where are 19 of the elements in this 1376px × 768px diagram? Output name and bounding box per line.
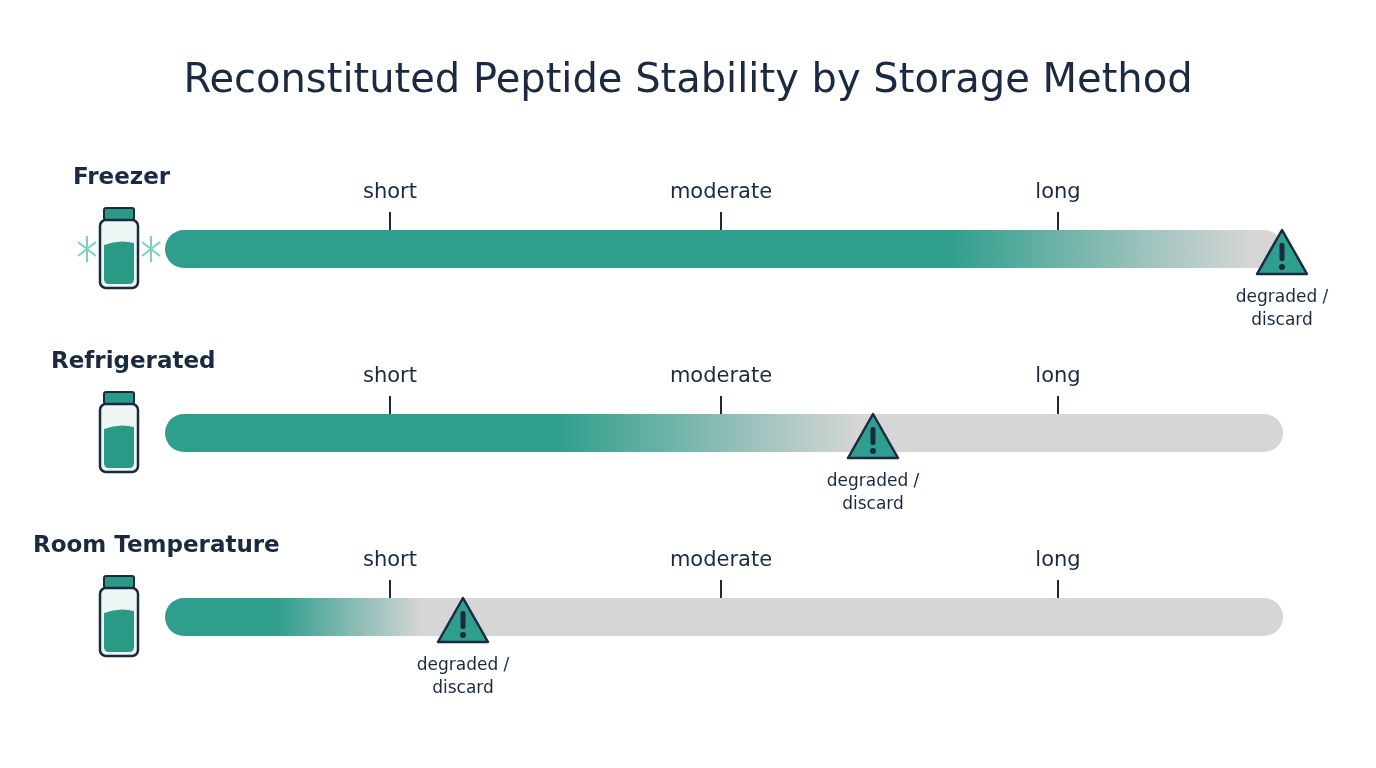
scale-label: long <box>1034 179 1082 203</box>
warning-label: degraded / discard <box>825 469 921 515</box>
stability-bar <box>165 212 1309 276</box>
stability-bar <box>165 396 1283 460</box>
scale-label: moderate <box>668 547 774 571</box>
scale-label: short <box>362 179 418 203</box>
row-heading: Refrigerated <box>51 347 216 373</box>
warning-label: degraded / discard <box>1234 285 1330 331</box>
stability-bar <box>165 580 1283 644</box>
scale-label: moderate <box>668 179 774 203</box>
warning-label: degraded / discard <box>415 653 511 699</box>
row-heading: Freezer <box>73 163 171 189</box>
row-heading: Room Temperature <box>33 531 280 557</box>
title: Reconstituted Peptide Stability by Storage Method <box>182 55 1194 101</box>
scale-label: short <box>362 547 418 571</box>
scale-label: short <box>362 363 418 387</box>
scale-label: moderate <box>668 363 774 387</box>
scale-label: long <box>1034 547 1082 571</box>
scale-label: long <box>1034 363 1082 387</box>
